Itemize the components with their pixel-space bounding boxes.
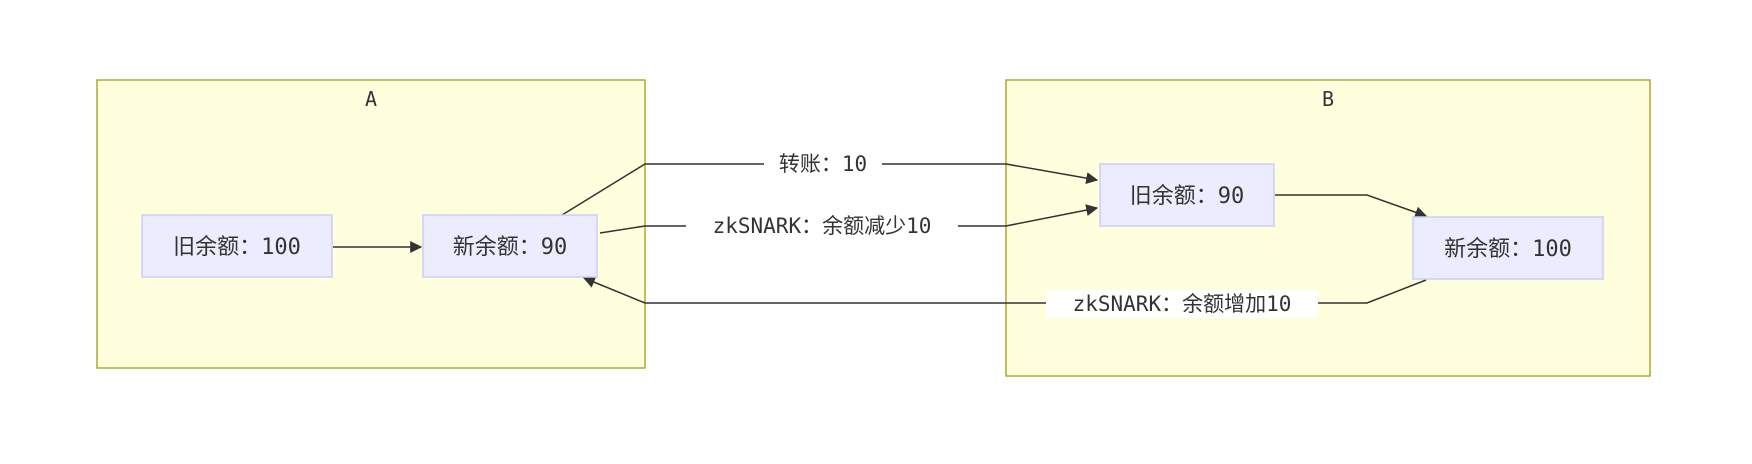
- edge-label-transfer-bg: [764, 150, 882, 178]
- edge-label-transfer: 转账：10: [764, 150, 882, 178]
- node-b-new-balance: 新余额：100: [1412, 216, 1604, 280]
- cluster-b-title: B: [1322, 87, 1334, 111]
- node-a-new-balance-box: [422, 214, 598, 278]
- node-b-new-balance-box: [1412, 216, 1604, 280]
- edge-label-transfer-text: 转账：10: [779, 152, 867, 176]
- node-a-old-balance-box: [141, 214, 333, 278]
- node-a-new-balance: 新余额：90: [422, 214, 598, 278]
- node-a-old-balance: 旧余额：100: [141, 214, 333, 278]
- node-b-new-balance-label: 新余额：100: [1444, 237, 1572, 262]
- node-b-old-balance-label: 旧余额：90: [1130, 184, 1245, 209]
- node-b-old-balance: 旧余额：90: [1099, 163, 1275, 227]
- edge-label-proof-decrease-bg: [686, 212, 958, 240]
- edge-label-proof-increase-bg: [1046, 290, 1318, 318]
- edge-label-proof-increase: zkSNARK：余额增加10: [1046, 290, 1318, 318]
- node-a-new-balance-label: 新余额：90: [453, 235, 568, 260]
- cluster-a-title: A: [365, 87, 377, 111]
- edge-label-proof-increase-text: zkSNARK：余额增加10: [1073, 292, 1292, 316]
- node-b-old-balance-box: [1099, 163, 1275, 227]
- edge-label-proof-decrease: zkSNARK：余额减少10: [686, 212, 958, 240]
- edge-proof-increase: [582, 276, 1427, 304]
- edge-label-proof-decrease-text: zkSNARK：余额减少10: [713, 214, 932, 238]
- edge-b-old-to-b-new: [1275, 194, 1428, 219]
- node-a-old-balance-label: 旧余额：100: [173, 235, 301, 260]
